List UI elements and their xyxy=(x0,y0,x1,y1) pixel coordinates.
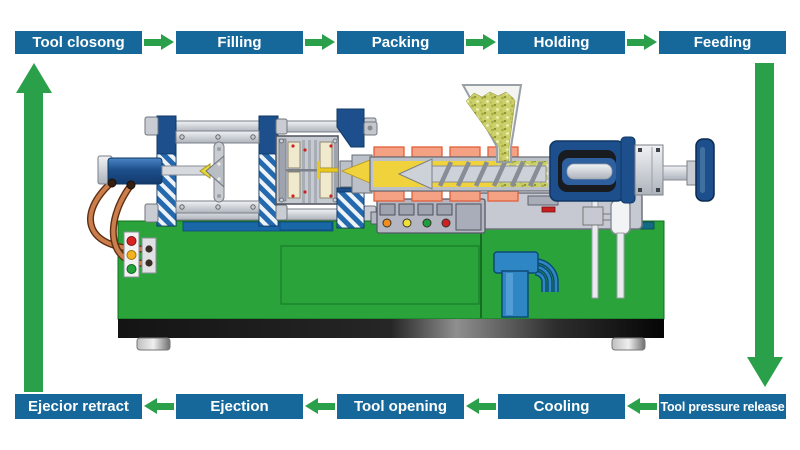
panel-buttons xyxy=(379,203,482,231)
flow-arrow-right-icon xyxy=(466,34,496,51)
step-label: Holding xyxy=(533,34,590,51)
step-feeding: Feeding xyxy=(659,31,786,54)
screw xyxy=(397,158,547,190)
drive-flange xyxy=(695,138,715,202)
arrow-slot xyxy=(464,34,498,51)
fixed-platen xyxy=(336,108,378,229)
step-tool-opening: Tool opening xyxy=(337,394,464,419)
indicator-lights-panel xyxy=(123,231,140,278)
clamp-frame xyxy=(175,130,260,214)
mold-rivets xyxy=(279,138,338,203)
step-tool-closing: Tool closong xyxy=(15,31,142,54)
step-label: Filling xyxy=(217,34,262,51)
flow-arrow-right-icon xyxy=(144,34,174,51)
step-tool-pressure-release: Tool pressure release xyxy=(659,394,786,419)
clamping-unit xyxy=(97,115,288,227)
step-cooling: Cooling xyxy=(498,394,625,419)
step-label: Feeding xyxy=(693,34,752,51)
step-label: Cooling xyxy=(533,398,590,415)
arrow-shaft xyxy=(755,63,774,357)
flow-arrow-left-icon xyxy=(305,398,335,415)
arrow-slot xyxy=(142,34,176,51)
mold-block xyxy=(275,135,339,205)
machine-base xyxy=(117,220,665,351)
arrow-head xyxy=(15,63,52,93)
flow-arrow-left-icon xyxy=(144,398,174,415)
arrow-shaft xyxy=(24,93,43,392)
nozzle xyxy=(339,154,373,194)
arrow-head xyxy=(746,357,783,387)
arrow-slot xyxy=(303,398,337,415)
hopper xyxy=(461,84,523,163)
step-ejector-retract: Ejecior retract xyxy=(15,394,142,419)
step-label: Packing xyxy=(371,34,430,51)
support-rods xyxy=(582,197,631,299)
control-panel xyxy=(370,198,486,234)
moving-platen-column xyxy=(258,115,279,227)
flow-arrow-left-icon xyxy=(627,398,657,415)
step-label: Ejecior retract xyxy=(28,398,129,415)
step-holding: Holding xyxy=(498,31,625,54)
step-label: Ejection xyxy=(210,398,269,415)
step-ejection: Ejection xyxy=(176,394,303,419)
arrow-slot xyxy=(303,34,337,51)
step-label: Tool opening xyxy=(353,398,448,415)
step-packing: Packing xyxy=(337,31,464,54)
injection-drive xyxy=(549,136,715,204)
arrow-slot xyxy=(142,398,176,415)
arrow-slot xyxy=(625,34,659,51)
cycle-arrow-down-icon xyxy=(746,63,783,387)
panel-status-lights xyxy=(382,218,451,228)
flow-arrow-right-icon xyxy=(305,34,335,51)
step-label: Tool pressure release xyxy=(660,399,785,414)
pellets-in-hopper xyxy=(465,91,516,162)
step-label: Tool closong xyxy=(32,34,125,51)
flow-arrow-left-icon xyxy=(466,398,496,415)
toggle-linkage xyxy=(199,154,225,189)
cycle-arrow-up-icon xyxy=(15,63,52,392)
clamp-cylinder xyxy=(97,155,208,190)
base-feet xyxy=(136,337,646,351)
flow-arrow-right-icon xyxy=(627,34,657,51)
coolant-pipes xyxy=(493,251,559,318)
step-filling: Filling xyxy=(176,31,303,54)
arrow-slot xyxy=(625,398,659,415)
process-row-bottom: Ejecior retract Ejection Tool opening Co… xyxy=(15,394,786,419)
arrow-slot xyxy=(464,398,498,415)
hose-connectors xyxy=(141,237,157,274)
process-row-top: Tool closong Filling Packing Holding Fee… xyxy=(15,31,786,54)
